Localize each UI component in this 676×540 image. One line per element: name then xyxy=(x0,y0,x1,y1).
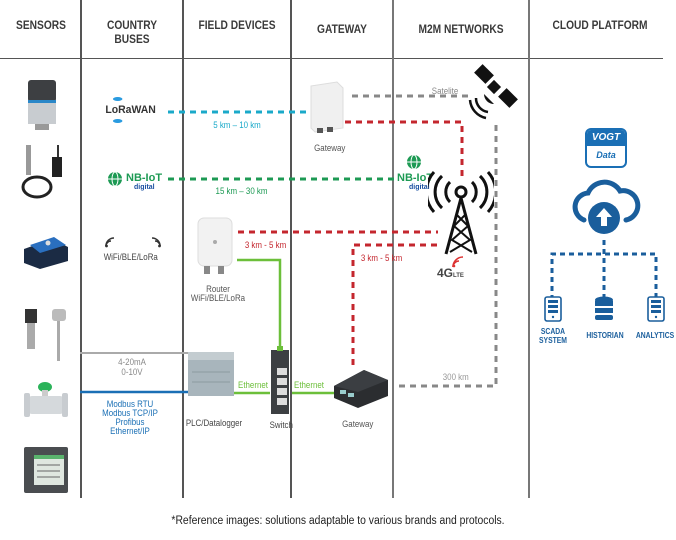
lorawan-wave-icon xyxy=(112,97,123,101)
column-divider xyxy=(182,0,184,498)
analog-label-1: 4-20mA xyxy=(118,357,146,367)
globe-icon xyxy=(407,154,421,170)
scada-label-1: SCADA xyxy=(540,327,566,336)
column-divider xyxy=(392,0,394,498)
router-label-1: Router xyxy=(206,284,230,294)
globe-icon xyxy=(108,171,122,187)
cellular-gateway-label: Gateway xyxy=(342,419,374,429)
column-divider xyxy=(290,0,292,498)
header-cloud-platform: CLOUD PLATFORM xyxy=(552,18,648,32)
satellite-label: Satelite xyxy=(431,86,459,96)
sensor-level-probe-icon xyxy=(28,80,56,130)
header-field-devices: FIELD DEVICES xyxy=(198,18,276,32)
gateway-range-label: 3 km - 5 km xyxy=(360,253,403,263)
column-divider xyxy=(528,0,530,498)
cell-tower-icon xyxy=(428,171,494,255)
header-divider xyxy=(0,58,663,59)
gateway-cellular-link xyxy=(345,120,464,178)
lora-gateway-device-icon xyxy=(310,81,344,133)
plc-datalogger-icon xyxy=(188,352,234,396)
fieldbus-label-4: Ethernet/IP xyxy=(110,426,150,436)
router-device-icon xyxy=(197,217,233,274)
sensor-vibration-box-icon xyxy=(24,237,68,269)
lorawan-logo: LoRaWAN xyxy=(105,97,156,123)
fieldbus-label-1: Modbus RTU xyxy=(106,399,154,409)
historian-label: HISTORIAN xyxy=(586,331,624,340)
lorawan-wave-icon xyxy=(112,119,123,123)
footer-note: *Reference images: solutions adaptable t… xyxy=(171,515,505,527)
router-label-2: WiFi/BLE/LoRa xyxy=(190,293,246,303)
ethernet-label-1: Ethernet xyxy=(238,380,268,390)
satellite-icon xyxy=(468,64,518,120)
switch-label: Switch xyxy=(269,420,293,430)
scada-label-2: SYSTEM xyxy=(539,336,567,345)
header-country-buses: COUNTRY BUSES xyxy=(106,18,158,46)
plc-datalogger-label: PLC/Datalogger xyxy=(185,418,243,428)
fieldbus-label-3: Profibus xyxy=(115,417,145,427)
fieldbus-label-2: Modbus TCP/IP xyxy=(102,408,158,418)
cloud-tree-link xyxy=(550,252,658,300)
sensor-flowmeter-icon xyxy=(24,382,68,417)
column-divider xyxy=(80,0,82,498)
wireless-signal-icon xyxy=(151,237,161,248)
wifi-signal-icon xyxy=(105,237,115,248)
sensor-pressure-temp-icon xyxy=(25,309,66,361)
analytics-server-icon xyxy=(647,296,665,322)
header-gateway: GATEWAY xyxy=(317,22,367,36)
ethernet-label-2: Ethernet xyxy=(294,380,324,390)
lorawan-range-label: 5 km – 10 km xyxy=(213,120,261,130)
analytics-label: ANALYTICS xyxy=(635,331,675,340)
signal-icon xyxy=(452,256,464,268)
sensor-pressure-cable-icon xyxy=(21,145,62,199)
header-sensors: SENSORS xyxy=(16,18,66,32)
nbiot-range-label: 15 km – 30 km xyxy=(215,186,268,196)
network-switch-icon xyxy=(271,346,289,414)
cloud-upload-icon xyxy=(572,179,641,234)
router-ethernet-link xyxy=(237,258,282,352)
lte-logo: 4GLTE xyxy=(437,256,464,282)
router-range-label: 3 km - 5 km xyxy=(244,240,287,250)
lora-gateway-label: Gateway xyxy=(314,143,346,153)
cellular-gateway-icon xyxy=(334,370,388,408)
cell-gateway-link xyxy=(351,243,438,365)
scada-server-icon xyxy=(544,296,562,322)
sensor-power-meter-icon xyxy=(24,447,68,493)
vogt-data-logo: VOGT Data xyxy=(585,128,627,168)
satellite-range-label: 300 km xyxy=(442,372,469,382)
header-m2m-networks: M2M NETWORKS xyxy=(418,22,504,36)
historian-database-icon xyxy=(595,296,613,320)
wifi-ble-lora-label: WiFi/BLE/LoRa xyxy=(103,252,158,262)
analog-label-2: 0-10V xyxy=(121,367,143,377)
